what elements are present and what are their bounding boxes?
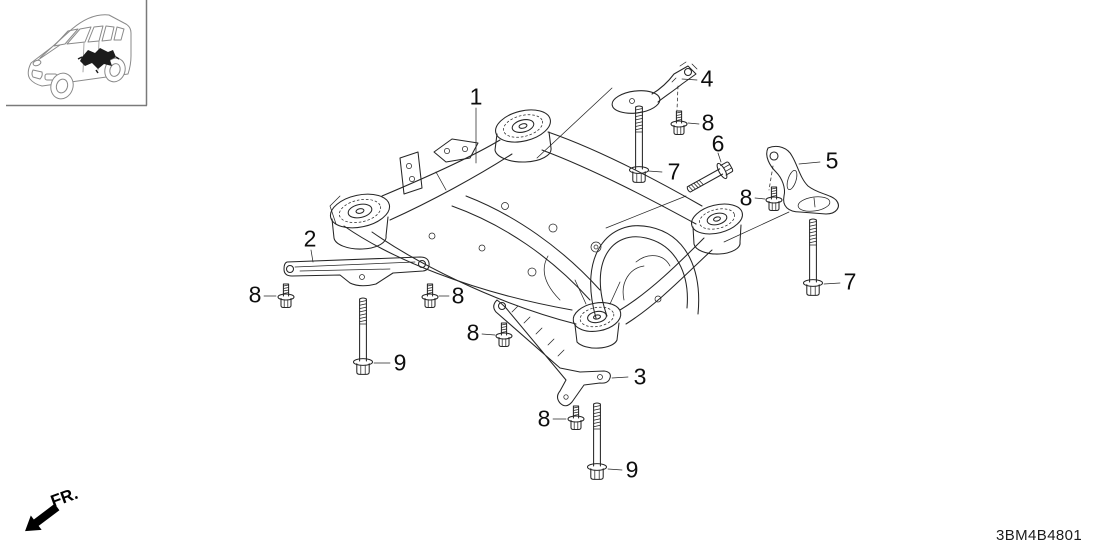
bolt-8-b [765, 186, 783, 212]
callout-9b[interactable]: 9 [625, 456, 639, 483]
callout-2[interactable]: 2 [303, 225, 317, 252]
part-bracket-upper [611, 61, 698, 114]
subframe-location-highlight [77, 48, 120, 74]
bolt-9-right [586, 402, 608, 480]
callout-8c[interactable]: 8 [248, 281, 262, 308]
bolt-8-f [567, 405, 585, 431]
bolt-7-right [802, 218, 824, 296]
callout-6[interactable]: 6 [711, 130, 725, 157]
part-stay-rear [493, 299, 611, 407]
callout-4[interactable]: 4 [700, 65, 714, 92]
callout-8e[interactable]: 8 [466, 319, 480, 346]
bolt-6 [683, 158, 736, 198]
callout-1[interactable]: 1 [469, 83, 483, 110]
callout-5[interactable]: 5 [825, 147, 839, 174]
callout-7a[interactable]: 7 [667, 158, 681, 185]
vehicle-inset [6, 0, 148, 107]
part-stay-front [283, 256, 430, 287]
vehicle-outline-icon [27, 14, 132, 100]
inset-border [6, 0, 148, 107]
part-bracket-side [766, 145, 839, 215]
bolt-8-a [670, 110, 688, 136]
bolt-7-left [628, 105, 650, 183]
callout-9a[interactable]: 9 [393, 349, 407, 376]
subframe-assembly [329, 109, 743, 349]
bolt-8-e [495, 322, 513, 348]
part-code: 3BM4B4801 [996, 527, 1083, 544]
callout-7b[interactable]: 7 [843, 268, 857, 295]
callout-8f[interactable]: 8 [537, 405, 551, 432]
bolt-8-d [421, 283, 439, 309]
callout-8a[interactable]: 8 [701, 109, 715, 136]
callout-8d[interactable]: 8 [451, 282, 465, 309]
leader-lines [263, 78, 841, 471]
fr-arrow-icon [25, 503, 60, 532]
callout-3[interactable]: 3 [633, 363, 647, 390]
bolt-8-c [277, 283, 295, 309]
bolt-9-left [352, 297, 374, 375]
callout-8b[interactable]: 8 [739, 184, 753, 211]
